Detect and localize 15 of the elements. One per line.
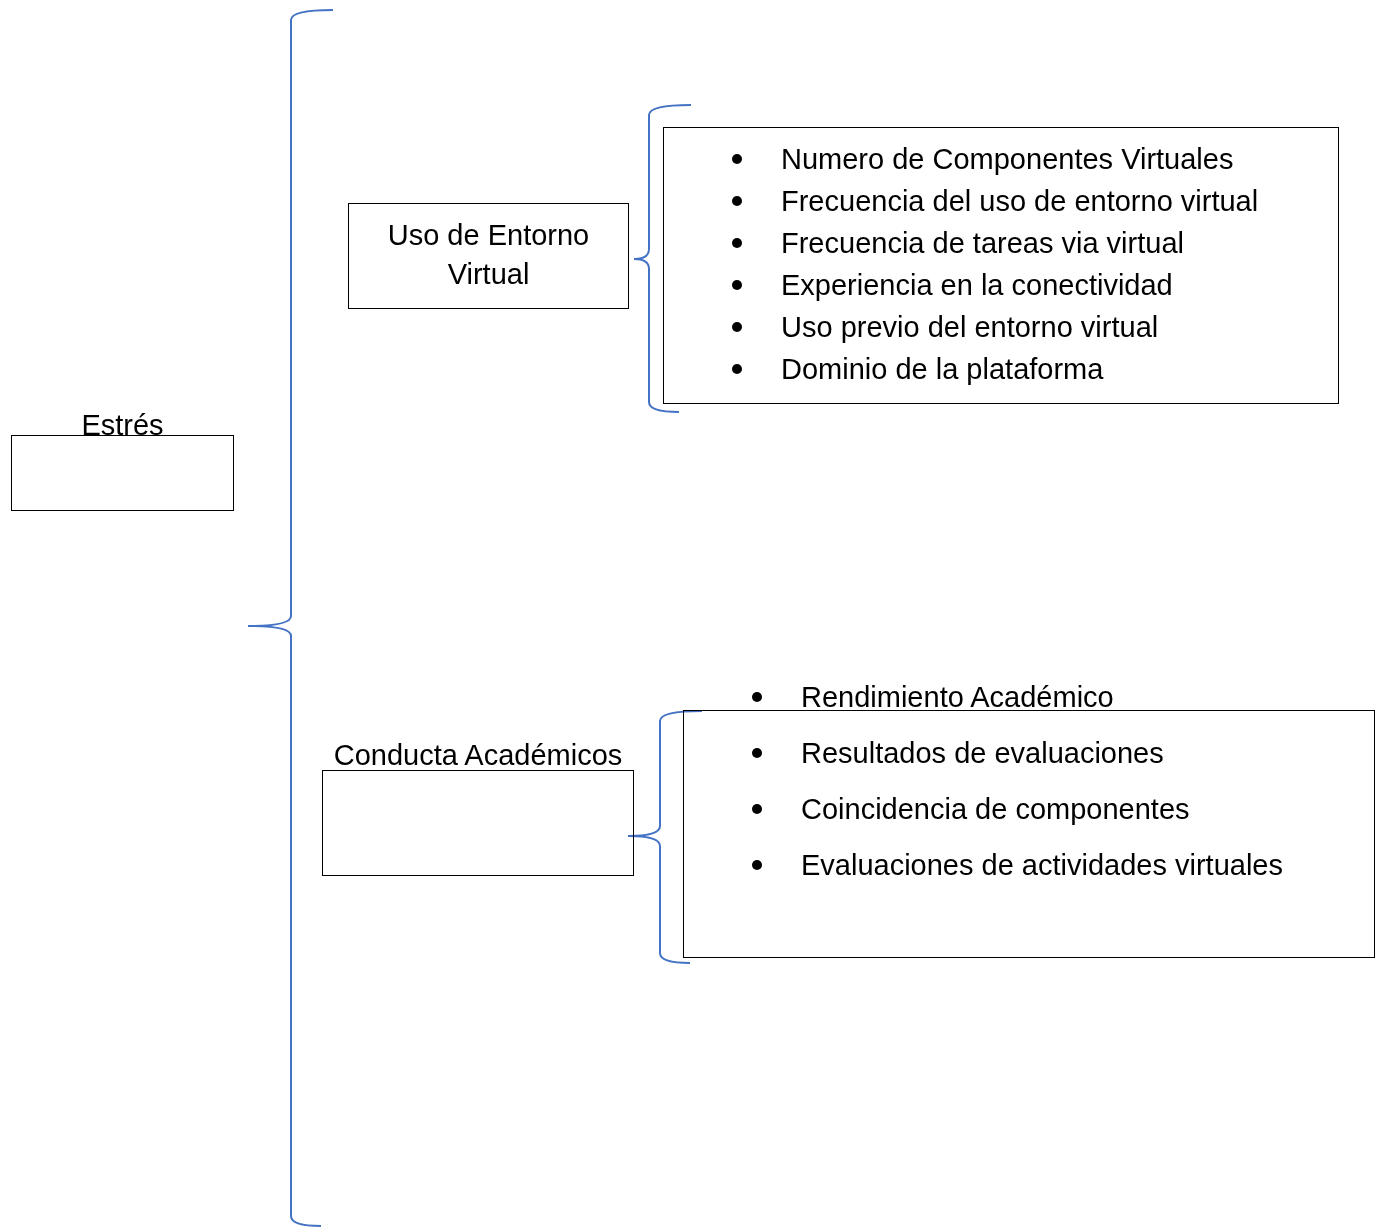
bullet-item: Uso previo del entorno virtual — [732, 306, 1338, 348]
bullet-item: Numero de Componentes Virtuales — [732, 138, 1338, 180]
bullet-item: Frecuencia de tareas via virtual — [732, 222, 1338, 264]
bullet-item: Resultados de evaluaciones — [752, 725, 1374, 781]
box-label: Uso de Entorno Virtual — [386, 218, 591, 292]
list-box — [663, 127, 1339, 404]
bullet-item: Coincidencia de componentes — [752, 781, 1374, 837]
concept-box — [348, 203, 629, 309]
bullet-item: Rendimiento Académico — [752, 669, 1374, 725]
bullet-item: Evaluaciones de actividades virtuales — [752, 837, 1374, 893]
box-label: Conducta Académicos — [332, 738, 624, 773]
box-label: Estrés — [80, 408, 165, 443]
bullet-item: Experiencia en la conectividad — [732, 264, 1338, 306]
bullet-item: Dominio de la plataforma — [732, 348, 1338, 390]
bullet-item: Frecuencia del uso de entorno virtual — [732, 180, 1338, 222]
